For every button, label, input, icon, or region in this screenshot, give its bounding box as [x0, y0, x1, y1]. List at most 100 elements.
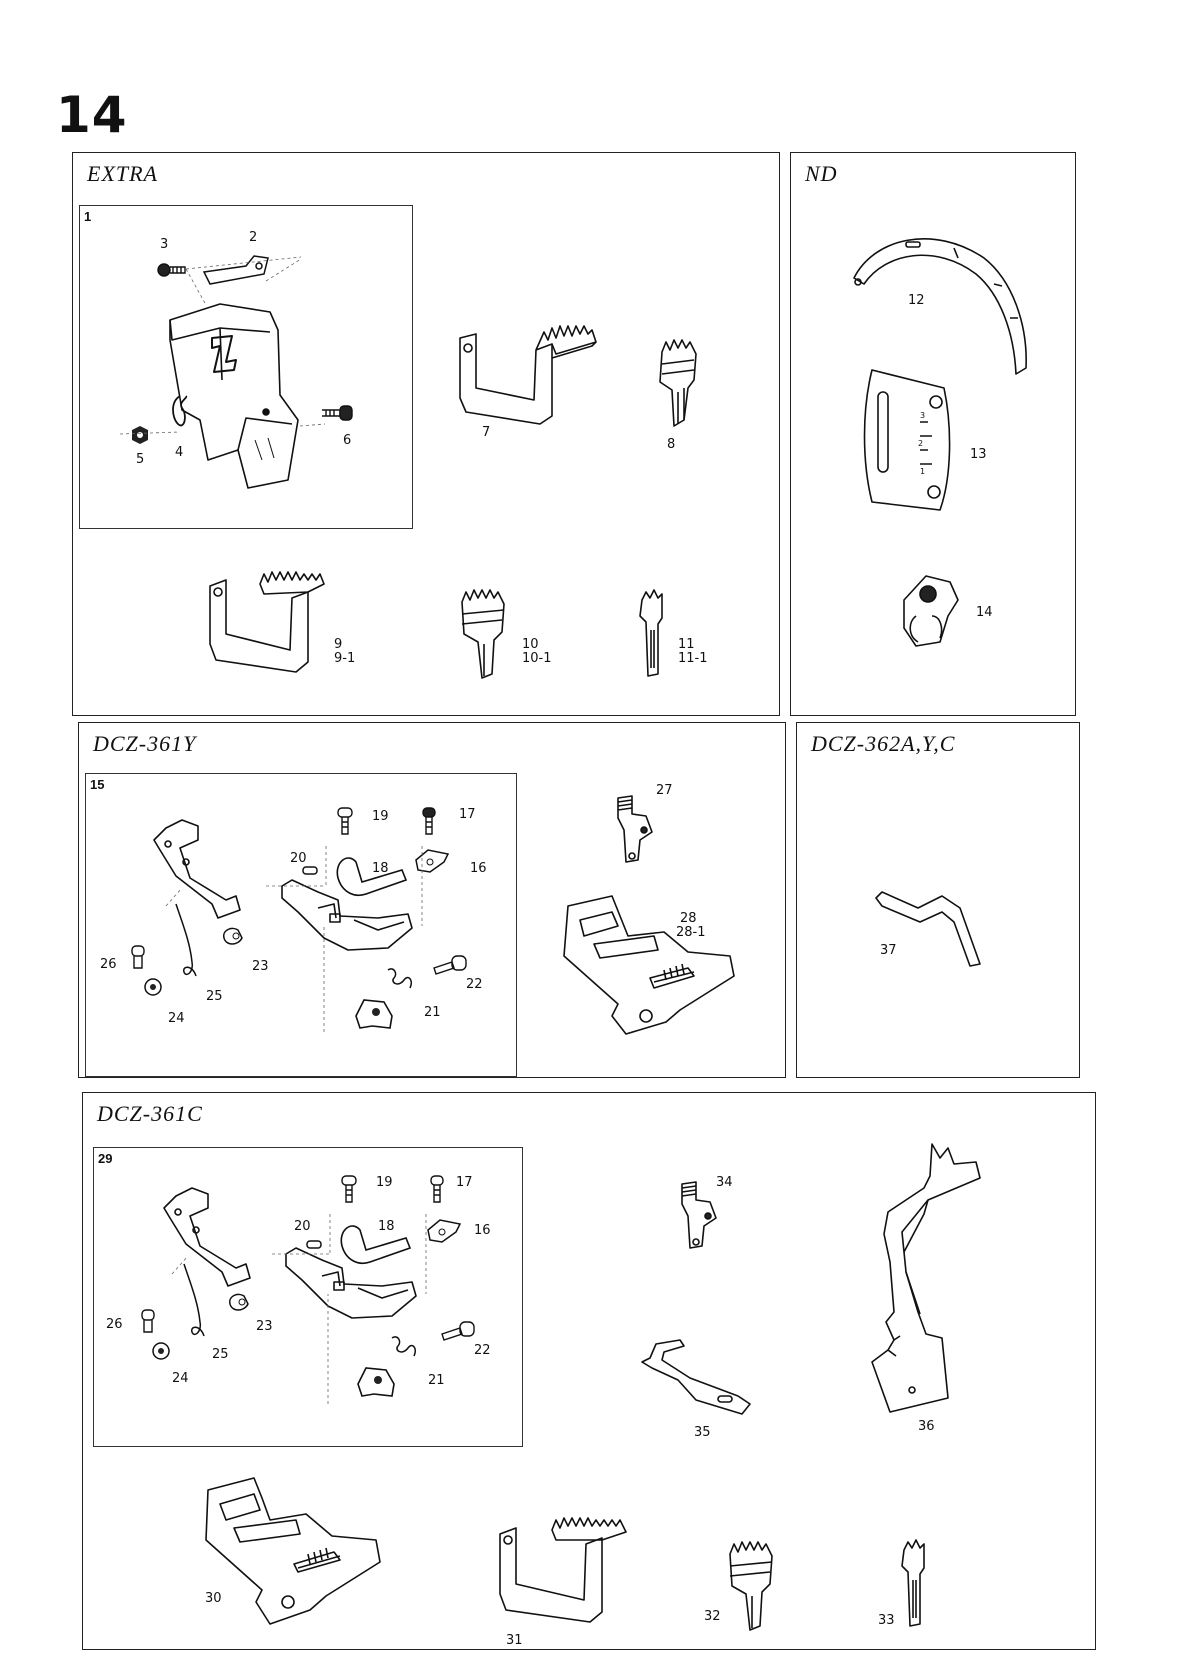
feed-dog-8-drawing [654, 340, 704, 430]
spring-clip-18-y-drawing [332, 852, 410, 900]
label-17-c: 17 [456, 1175, 473, 1190]
svg-text:2: 2 [918, 439, 923, 448]
label-17-y: 17 [459, 807, 476, 822]
label-25-y: 25 [206, 989, 223, 1004]
spring-21-c-drawing [390, 1334, 420, 1358]
feed-dog-33-drawing [898, 1540, 928, 1628]
section-dcz-361y: DCZ-361Y 15 [78, 722, 786, 1078]
dashed-guides-c [172, 1214, 472, 1404]
screw-24-y-drawing [142, 976, 164, 998]
label-24-y: 24 [168, 1011, 185, 1026]
screw-17-c-drawing [429, 1174, 445, 1204]
label-25-c: 25 [212, 1347, 229, 1362]
label-26-y: 26 [100, 957, 117, 972]
section-nd-title: ND [805, 161, 838, 186]
label-31: 31 [506, 1633, 523, 1648]
assembly-29-box: 29 [93, 1147, 523, 1447]
spring-25-y-drawing [172, 902, 204, 982]
label-35: 35 [694, 1425, 711, 1440]
label-18-y: 18 [372, 861, 389, 876]
label-10-1: 10-1 [522, 651, 552, 666]
pin-20-c-drawing [306, 1238, 322, 1252]
label-7: 7 [482, 425, 491, 440]
label-36: 36 [918, 1419, 935, 1434]
section-extra: EXTRA 1 [72, 152, 780, 716]
arm-36-drawing [864, 1142, 994, 1422]
label-19-y: 19 [372, 809, 389, 824]
screw-19-y-drawing [336, 806, 354, 836]
feed-dog-7-drawing [452, 328, 602, 428]
label-11: 11 [678, 637, 695, 652]
label-27: 27 [656, 783, 673, 798]
label-32: 32 [704, 1609, 721, 1624]
label-10: 10 [522, 637, 539, 652]
screw-22-y-drawing [432, 954, 470, 976]
svg-text:3: 3 [920, 411, 925, 420]
screw-19-c-drawing [340, 1174, 358, 1204]
connector-27-drawing [612, 794, 658, 866]
guide-37-drawing [872, 888, 1002, 968]
spring-4-drawing [168, 394, 192, 438]
assembly-15-box: 15 [85, 773, 517, 1077]
label-12: 12 [908, 293, 925, 308]
spring-21-y-drawing [386, 966, 416, 990]
collar-23-y-drawing [220, 926, 244, 946]
throat-plate-28-drawing [554, 896, 744, 1044]
label-20-y: 20 [290, 851, 307, 866]
label-4: 4 [175, 445, 184, 460]
feed-dog-31-drawing [496, 1520, 646, 1624]
assembly-1-box: 1 [79, 205, 413, 529]
section-dcz-361c: DCZ-361C 29 [82, 1092, 1096, 1650]
page-number: 14 [56, 86, 128, 144]
spring-25-c-drawing [180, 1262, 212, 1342]
dashed-axis-1 [120, 418, 330, 438]
feed-dog-10-drawing [456, 588, 512, 680]
screw-26-y-drawing [128, 944, 148, 970]
label-2: 2 [249, 230, 258, 245]
section-extra-title: EXTRA [87, 161, 158, 186]
label-16-y: 16 [470, 861, 487, 876]
label-16-c: 16 [474, 1223, 491, 1238]
label-5: 5 [136, 452, 145, 467]
screw-6-drawing [320, 404, 356, 422]
label-26-c: 26 [106, 1317, 123, 1332]
section-dcz-362: DCZ-362A,Y,C [796, 722, 1080, 1078]
foot-holder-y-drawing [146, 818, 246, 924]
assembly-29-number: 29 [98, 1151, 113, 1166]
label-37: 37 [880, 943, 897, 958]
label-34: 34 [716, 1175, 733, 1190]
label-9-1: 9-1 [334, 651, 356, 666]
guide-21-c-drawing [354, 1364, 400, 1400]
label-6: 6 [343, 433, 352, 448]
link-plate-2-drawing [202, 254, 272, 288]
presser-sole-c-drawing [282, 1246, 420, 1338]
arc-plate-12-drawing [844, 228, 1034, 378]
pin-20-y-drawing [302, 864, 318, 878]
spring-clip-18-c-drawing [336, 1220, 414, 1268]
assembly-15-number: 15 [90, 777, 105, 792]
section-dcz-362-title: DCZ-362A,Y,C [811, 731, 956, 756]
label-14: 14 [976, 605, 993, 620]
connector-34-drawing [676, 1180, 722, 1252]
bracket-35-drawing [638, 1338, 758, 1418]
plate-16-c-drawing [426, 1218, 462, 1244]
feed-dog-32-drawing [724, 1540, 780, 1632]
dashed-guides-y [166, 846, 466, 1036]
label-20-c: 20 [294, 1219, 311, 1234]
foot-holder-c-drawing [156, 1186, 256, 1292]
screw-3-drawing [157, 262, 187, 278]
screw-17-y-drawing [421, 806, 437, 836]
guide-lines-1 [186, 255, 306, 315]
label-11-1: 11-1 [678, 651, 708, 666]
label-21-y: 21 [424, 1005, 441, 1020]
section-dcz-361c-title: DCZ-361C [97, 1101, 203, 1126]
label-23-c: 23 [256, 1319, 273, 1334]
block-14-drawing [896, 570, 966, 650]
section-dcz-361y-title: DCZ-361Y [93, 731, 197, 756]
screw-26-c-drawing [138, 1308, 158, 1334]
label-22-c: 22 [474, 1343, 491, 1358]
label-19-c: 19 [376, 1175, 393, 1190]
label-21-c: 21 [428, 1373, 445, 1388]
label-3: 3 [160, 237, 169, 252]
feed-dog-11-drawing [636, 590, 666, 678]
